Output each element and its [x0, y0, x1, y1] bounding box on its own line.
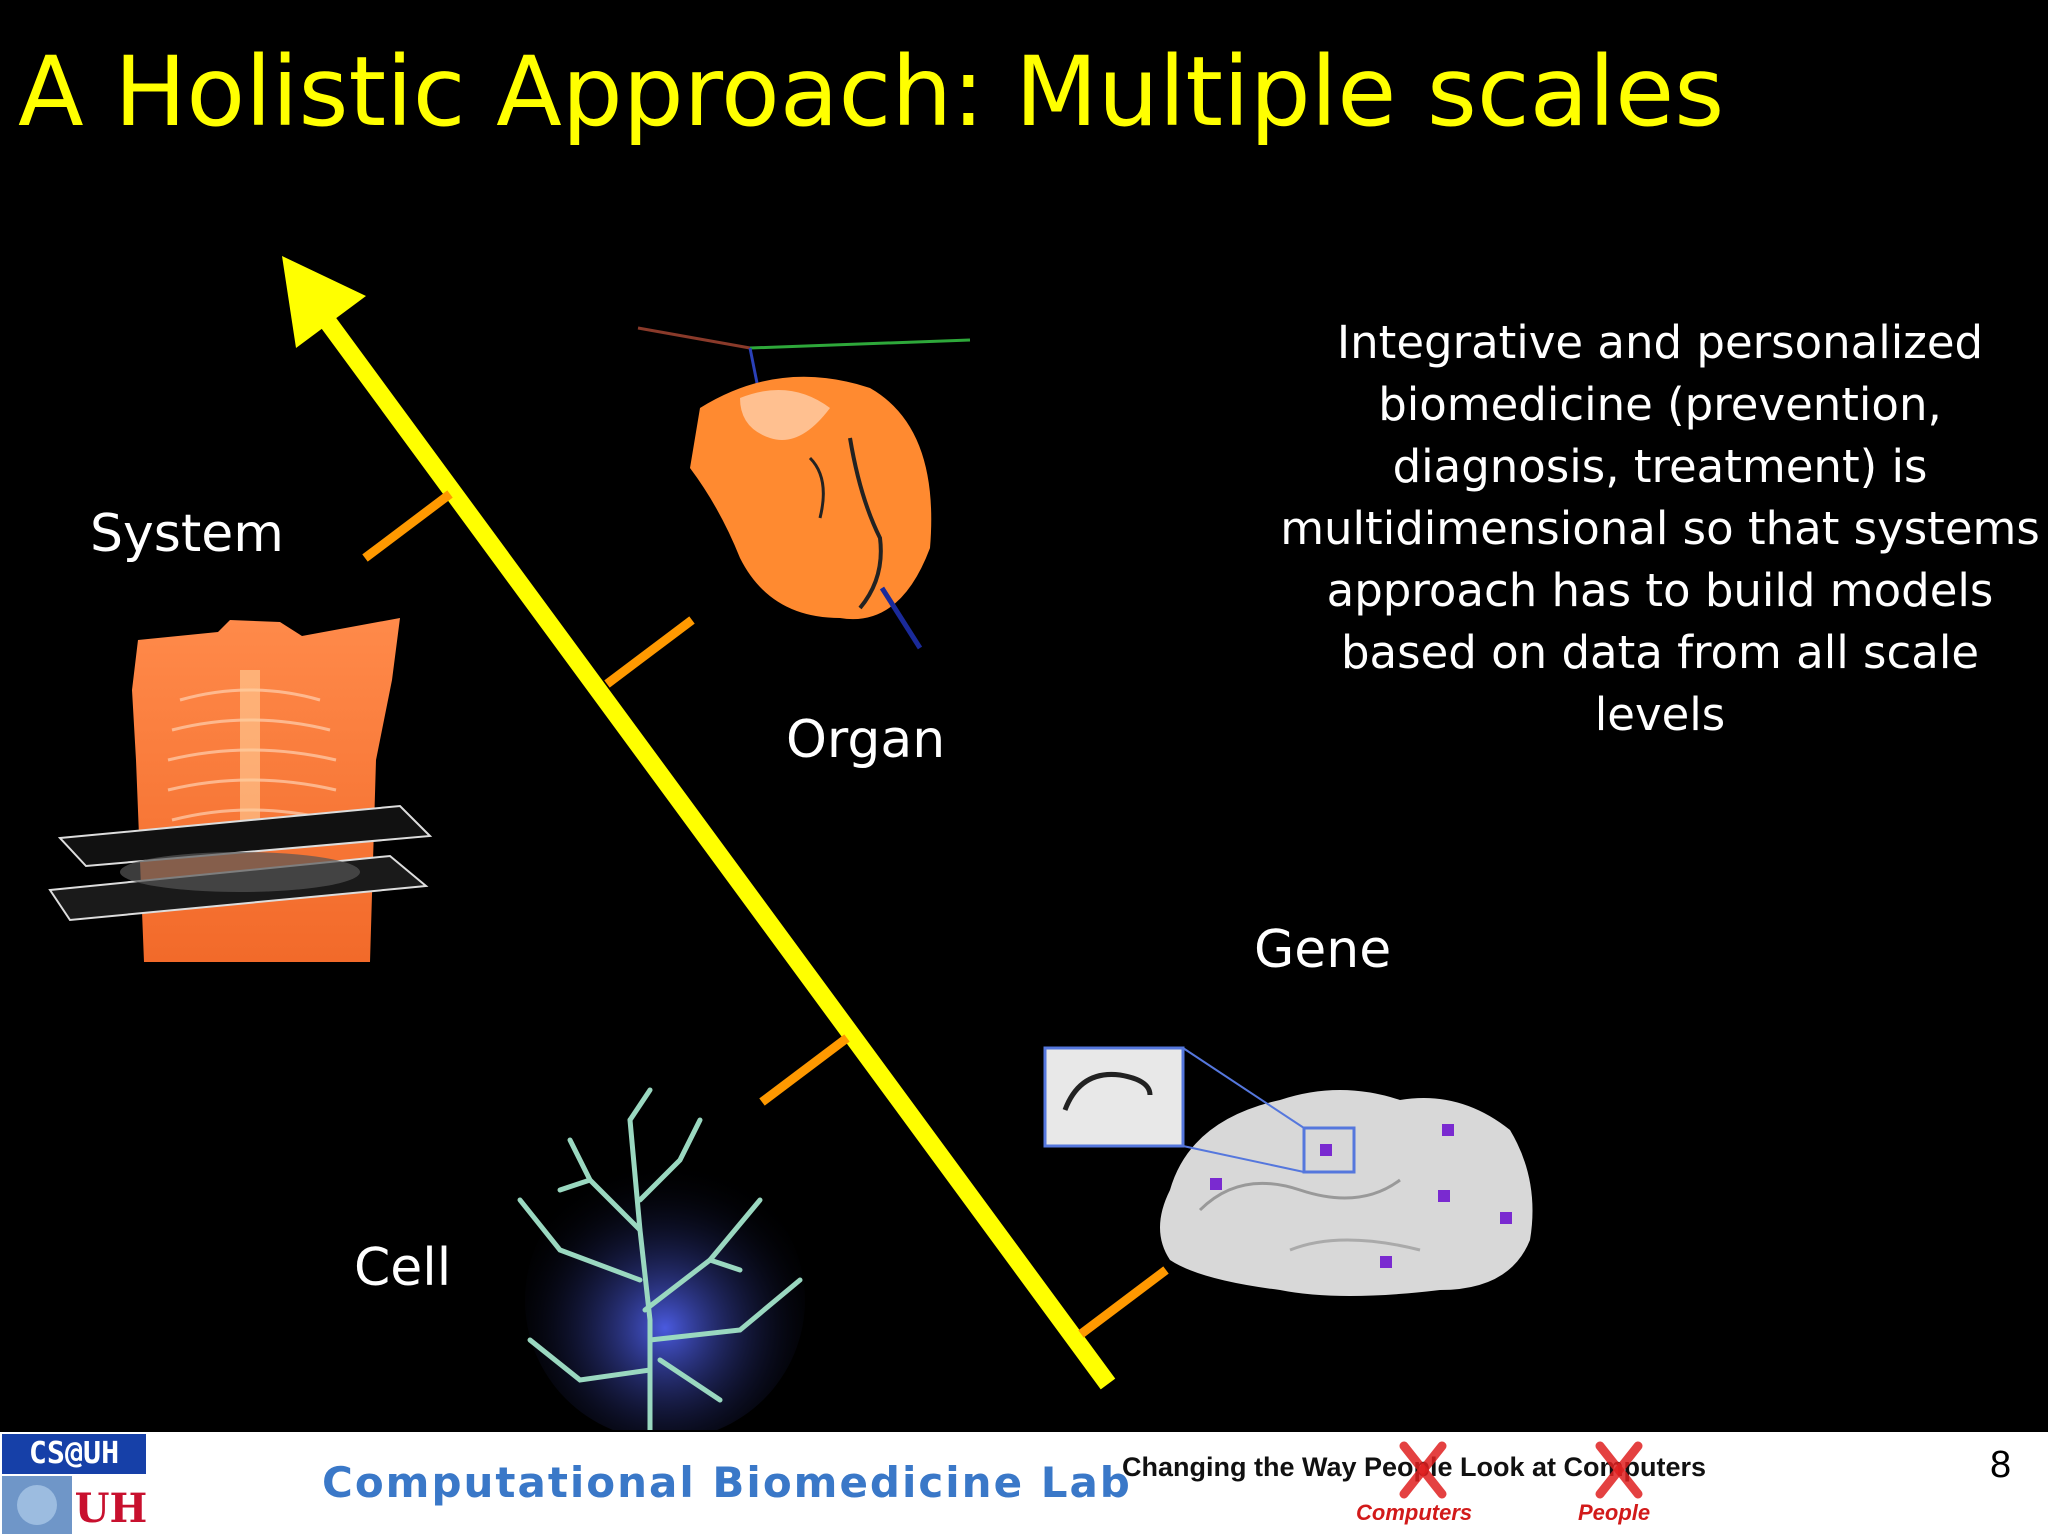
page-number: 8 — [1990, 1444, 2012, 1486]
heart-image — [637, 326, 971, 650]
description-text: Integrative and personalized biomedicine… — [1280, 316, 2040, 741]
footer-bar — [0, 1432, 2048, 1536]
uh-logo-icon: UH — [2, 1476, 146, 1534]
cs-uh-logo-text: CS@UH — [2, 1434, 146, 1474]
tick-cell — [759, 1034, 850, 1106]
tick-gene — [1078, 1266, 1169, 1338]
svg-text:UH: UH — [75, 1485, 146, 1532]
label-cell: Cell — [354, 1238, 452, 1298]
slide-title: A Holistic Approach: Multiple scales — [18, 36, 1725, 148]
tagline-sub-right: People — [1578, 1500, 1651, 1525]
tick-system — [362, 490, 453, 562]
cs-uh-logo: UH — [0, 1432, 148, 1536]
neuron-image — [517, 1087, 805, 1430]
label-organ: Organ — [786, 710, 946, 770]
label-gene: Gene — [1254, 920, 1392, 980]
scale-axis-line — [317, 312, 1116, 1390]
tick-organ — [604, 616, 695, 688]
torso-image — [48, 618, 433, 962]
brain-image — [1043, 1046, 1533, 1296]
lab-name: Computational Biomedicine Lab — [322, 1458, 1132, 1507]
label-system: System — [90, 504, 284, 564]
arrow-icon — [282, 256, 366, 348]
cross-out-icon-left — [1399, 1441, 1447, 1499]
tagline-sub-left: Computers — [1356, 1500, 1473, 1525]
cross-out-icon-right — [1595, 1441, 1643, 1499]
